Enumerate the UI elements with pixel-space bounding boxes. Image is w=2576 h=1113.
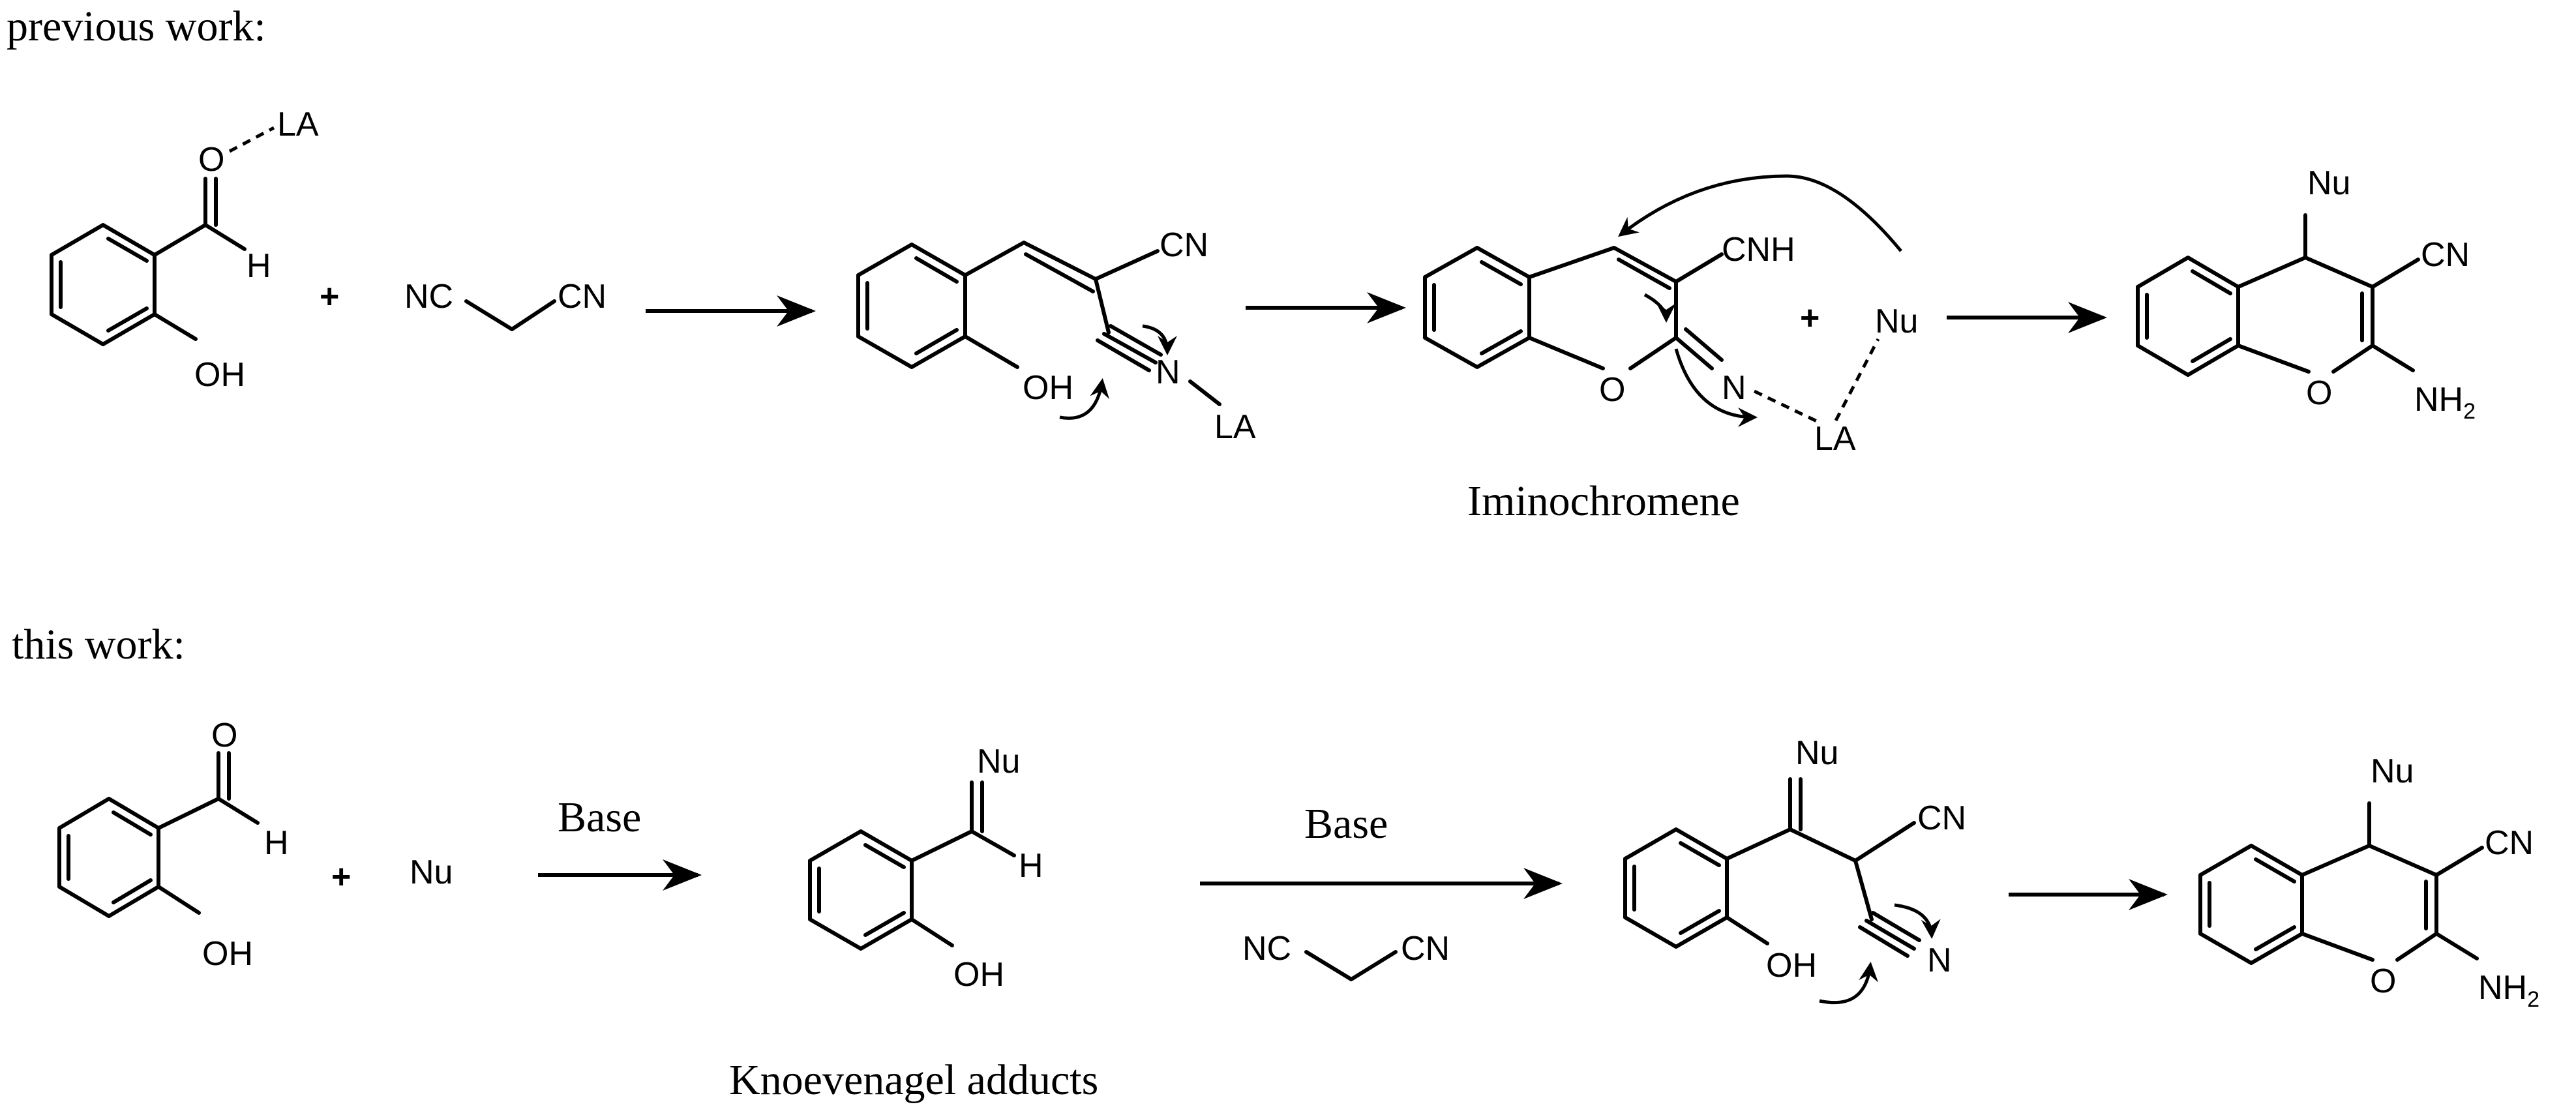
atom-cn: CN [1401,930,1450,968]
nucleophile-addition-intermediate: Nu CN N OH [1623,734,1966,1005]
atom-cn: CN [1160,226,1208,264]
subscript-2: 2 [2527,987,2539,1012]
atom-nu: Nu [2307,164,2350,202]
atom-n: N [1156,353,1180,391]
plus-sign: + [1800,299,1820,337]
atom-oh: OH [202,935,253,973]
atom-cn: CN [1917,799,1966,837]
atom-o: O [211,717,237,754]
atom-o: O [1599,371,1625,409]
nh-label: NH [2414,381,2463,419]
knoevenagel-adducts-label: Knoevenagel adducts [729,1056,1098,1104]
atom-nu: Nu [2371,752,2414,790]
plus-sign: + [331,858,351,896]
atom-nc: NC [1242,930,1291,968]
atom-h: H [1019,847,1043,885]
electron-push-arrow [1059,378,1110,420]
nh-label: NH [2478,969,2527,1007]
atom-cn: CN [2421,236,2470,274]
this-work-heading: this work: [12,621,185,668]
atom-la: LA [277,106,319,143]
atom-la: LA [1214,408,1256,446]
atom-oh: OH [1023,369,1073,407]
aminochromene-product-2: Nu CN O NH2 [2198,752,2539,1012]
knoevenagel-adduct: Nu H OH [808,743,1043,994]
malononitrile: NC CN [404,278,607,331]
atom-nu: Nu [1795,734,1838,772]
atom-nu: Nu [1875,303,1918,340]
salicylaldehyde: O H OH [57,717,289,973]
atom-cnh: CNH [1722,231,1795,269]
iminochromene-label: Iminochromene [1467,477,1740,525]
arylidene-malononitrile-intermediate: CN N LA OH [856,226,1256,446]
atom-nu: Nu [977,743,1020,780]
electron-push-arrow [1142,324,1177,355]
atom-nc: NC [404,278,453,316]
base-label-1: Base [558,794,641,841]
base-label-2: Base [1304,800,1388,848]
malononitrile-reagent: NC CN [1242,930,1450,981]
nucleophile: Nu [410,853,453,891]
electron-push-arrow [1643,293,1676,323]
electron-push-arrow [1819,962,1879,1005]
atom-oh: OH [1766,947,1817,985]
atom-cn: CN [2485,824,2534,862]
atom-oh: OH [953,956,1004,994]
salicylaldehyde-la-complex: O LA H OH [50,106,319,394]
atom-n: N [1722,369,1746,407]
iminochromene-intermediate: CNH O N LA Nu + [1423,174,1918,458]
atom-o: O [2370,962,2396,1000]
atom-oh: OH [194,356,245,394]
electron-push-arrow [1674,348,1758,427]
electron-push-arrow [1618,174,1902,252]
electron-push-arrow [1894,903,1941,939]
atom-nh2: NH2 [2478,969,2539,1012]
atom-cn: CN [558,278,607,316]
subscript-2: 2 [2463,399,2476,424]
atom-h: H [247,247,271,285]
aminochromene-product: Nu CN O NH2 [2136,164,2476,424]
atom-h: H [264,824,289,862]
atom-o: O [198,141,224,179]
atom-la: LA [1814,420,1856,458]
atom-n: N [1927,942,1952,979]
atom-o: O [2306,374,2332,412]
atom-nh2: NH2 [2414,381,2476,424]
plus-sign: + [320,278,339,316]
previous-work-heading: previous work: [7,3,266,50]
